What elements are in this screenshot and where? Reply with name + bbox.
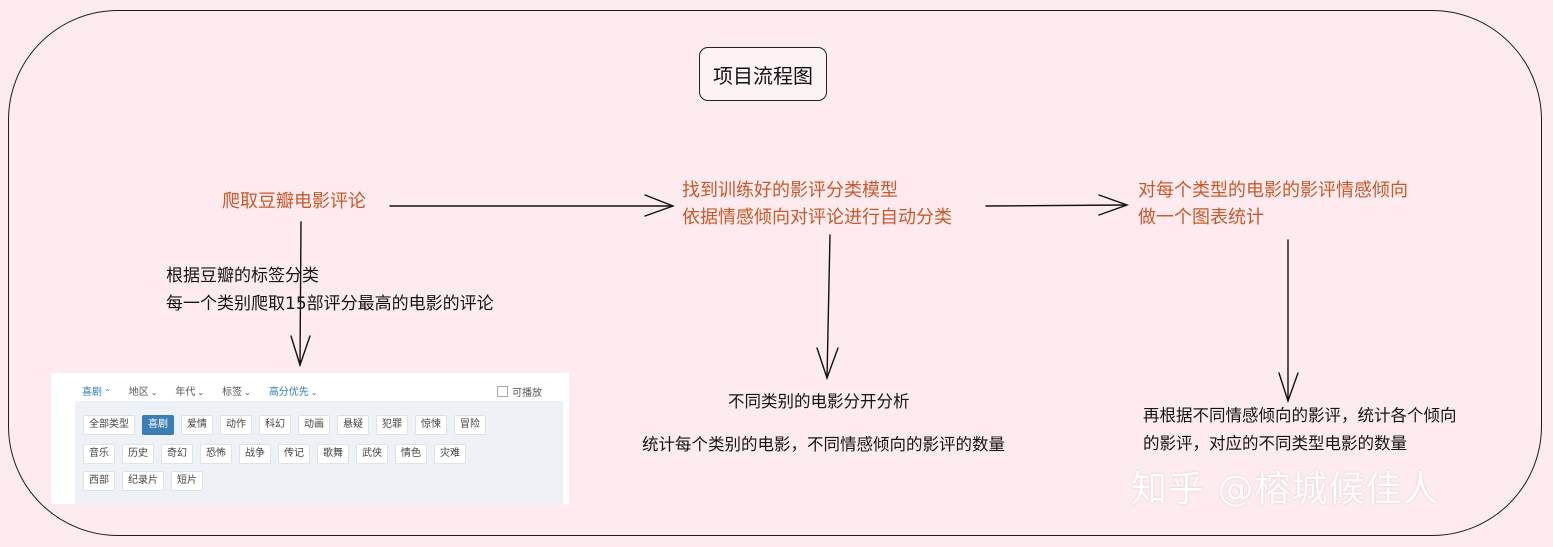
genre-tag[interactable]: 音乐 bbox=[83, 444, 115, 464]
genre-tag[interactable]: 武侠 bbox=[356, 444, 388, 464]
chevron-down-icon: ⌄ bbox=[310, 388, 318, 397]
filter-bar: 喜剧⌃ 地区⌄ 年代⌄ 标签⌄ 高分优先⌄ bbox=[82, 383, 318, 398]
filter-genre[interactable]: 喜剧⌃ bbox=[82, 387, 111, 398]
playable-checkbox[interactable] bbox=[497, 386, 508, 397]
genre-tag[interactable]: 战争 bbox=[239, 444, 271, 464]
note-stats-line2: 的影评，对应的不同类型电影的数量 bbox=[1143, 434, 1407, 453]
genre-tag[interactable]: 科幻 bbox=[259, 415, 291, 435]
arrowhead-crawl-to-model bbox=[644, 194, 675, 217]
genre-tag[interactable]: 纪录片 bbox=[122, 471, 164, 491]
diagram-title: 项目流程图 bbox=[699, 47, 827, 101]
genre-tag[interactable]: 恐怖 bbox=[200, 444, 232, 464]
chevron-down-icon: ⌄ bbox=[150, 388, 158, 397]
note-crawl: 根据豆瓣的标签分类 每一个类别爬取15部评分最高的电影的评论 bbox=[166, 262, 494, 318]
note-crawl-line2: 每一个类别爬取15部评分最高的电影的评论 bbox=[166, 294, 494, 314]
genre-tag[interactable]: 犯罪 bbox=[376, 415, 408, 435]
note-crawl-line1: 根据豆瓣的标签分类 bbox=[166, 266, 319, 286]
filter-tag[interactable]: 标签⌄ bbox=[222, 387, 251, 398]
arrowhead-model-to-stats bbox=[1098, 194, 1130, 216]
note-analysis-line1: 不同类别的电影分开分析 bbox=[728, 392, 910, 411]
genre-tag[interactable]: 喜剧 bbox=[142, 415, 174, 435]
filter-region[interactable]: 地区⌄ bbox=[128, 387, 158, 398]
arrow-model-down bbox=[826, 234, 831, 379]
genre-tag[interactable]: 爱情 bbox=[181, 415, 213, 435]
tag-area: 全部类型喜剧爱情动作科幻动画悬疑犯罪惊悚冒险 音乐历史奇幻恐怖战争传记歌舞武侠情… bbox=[75, 401, 563, 504]
genre-tag[interactable]: 历史 bbox=[122, 444, 154, 464]
filter-sort[interactable]: 高分优先⌄ bbox=[268, 387, 318, 398]
genre-tag[interactable]: 动作 bbox=[220, 415, 252, 435]
note-stats: 再根据不同情感倾向的影评，统计各个倾向 的影评，对应的不同类型电影的数量 bbox=[1143, 402, 1457, 458]
arrowhead-stats-down bbox=[1278, 372, 1299, 404]
genre-tag[interactable]: 动画 bbox=[298, 415, 330, 435]
tag-row-3: 西部纪录片短片 bbox=[83, 471, 203, 491]
diagram-frame bbox=[8, 10, 1542, 536]
step-stats-line2: 做一个图表统计 bbox=[1138, 207, 1264, 228]
arrow-crawl-down bbox=[299, 221, 302, 366]
tag-row-1: 全部类型喜剧爱情动作科幻动画悬疑犯罪惊悚冒险 bbox=[83, 415, 486, 435]
genre-tag[interactable]: 惊悚 bbox=[415, 415, 447, 435]
genre-tag[interactable]: 冒险 bbox=[454, 415, 486, 435]
genre-tag[interactable]: 悬疑 bbox=[337, 415, 369, 435]
note-analysis-line2: 统计每个类别的电影，不同情感倾向的影评的数量 bbox=[642, 435, 1005, 454]
genre-tag[interactable]: 歌舞 bbox=[317, 444, 349, 464]
genre-tag[interactable]: 短片 bbox=[171, 471, 203, 491]
douban-tag-panel: 喜剧⌃ 地区⌄ 年代⌄ 标签⌄ 高分优先⌄ 可播放 全部类型喜剧爱情动作科幻动画… bbox=[51, 373, 569, 504]
arrowhead-crawl-down bbox=[290, 335, 311, 368]
watermark: 知乎 @榕城候佳人 bbox=[1131, 469, 1440, 510]
genre-tag[interactable]: 灾难 bbox=[434, 444, 466, 464]
arrow-model-to-stats bbox=[985, 204, 1127, 207]
genre-tag[interactable]: 传记 bbox=[278, 444, 310, 464]
chevron-down-icon: ⌄ bbox=[197, 388, 205, 397]
tag-row-2: 音乐历史奇幻恐怖战争传记歌舞武侠情色灾难 bbox=[83, 444, 466, 464]
chevron-down-icon: ⌄ bbox=[244, 388, 251, 397]
playable-toggle[interactable]: 可播放 bbox=[497, 384, 542, 399]
note-stats-line1: 再根据不同情感倾向的影评，统计各个倾向 bbox=[1143, 406, 1457, 425]
filter-decade[interactable]: 年代⌄ bbox=[175, 387, 205, 398]
step-stats: 对每个类型的电影的影评情感倾向 做一个图表统计 bbox=[1138, 177, 1408, 231]
step-model-line2: 依据情感倾向对评论进行自动分类 bbox=[682, 207, 952, 228]
step-crawl: 爬取豆瓣电影评论 bbox=[222, 191, 366, 212]
genre-tag[interactable]: 西部 bbox=[83, 471, 115, 491]
genre-tag[interactable]: 奇幻 bbox=[161, 444, 193, 464]
step-model-line1: 找到训练好的影评分类模型 bbox=[682, 180, 898, 201]
chevron-up-icon: ⌃ bbox=[104, 388, 111, 397]
step-stats-line1: 对每个类型的电影的影评情感倾向 bbox=[1138, 180, 1408, 201]
arrowhead-model-down bbox=[816, 347, 839, 381]
genre-tag[interactable]: 情色 bbox=[395, 444, 427, 464]
playable-label: 可播放 bbox=[512, 388, 542, 399]
genre-tag[interactable]: 全部类型 bbox=[83, 415, 135, 435]
step-model: 找到训练好的影评分类模型 依据情感倾向对评论进行自动分类 bbox=[682, 177, 952, 231]
